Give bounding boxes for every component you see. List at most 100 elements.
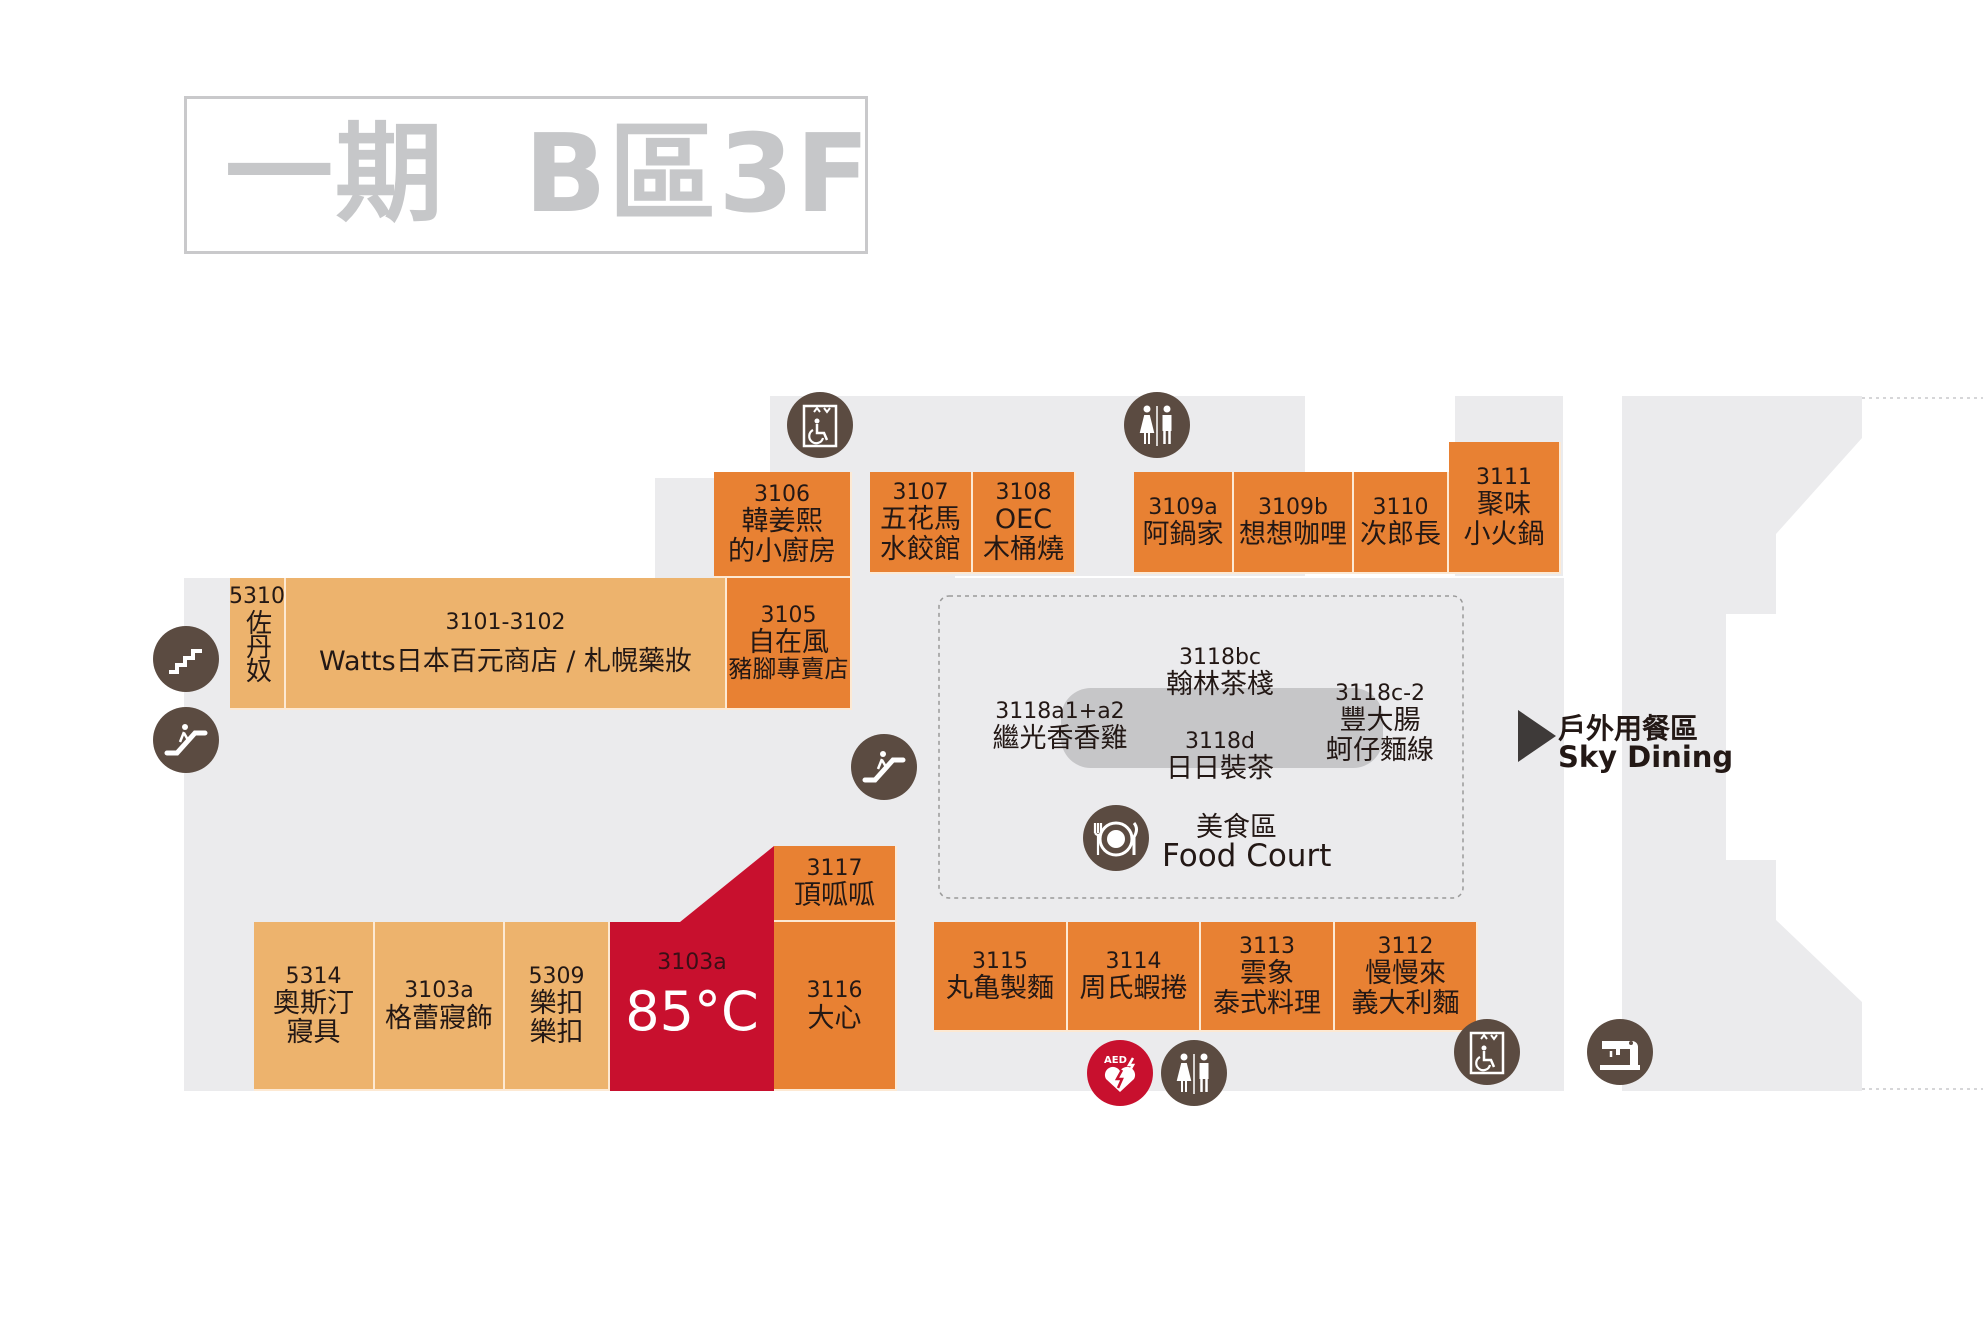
arrow-right-icon	[1518, 710, 1556, 762]
store-name: 85°C	[625, 980, 759, 1043]
stall-name: 日日裝茶	[1166, 753, 1274, 785]
store-number: 3114	[1105, 948, 1162, 974]
stall-number: 3118c-2	[1334, 681, 1426, 706]
store-name: 頂呱呱	[794, 880, 875, 912]
store-number: 5310	[229, 584, 285, 609]
store-name-line2: 小火鍋	[1463, 518, 1545, 550]
stall-3118d[interactable]: 3118d 日日裝茶	[1140, 729, 1300, 785]
store-3111[interactable]: 3111 聚味 小火鍋	[1449, 442, 1561, 574]
store-name: 奧斯汀	[273, 987, 354, 1019]
floor-far-right	[1622, 396, 1862, 1091]
store-3101-3102[interactable]: 3101-3102 Watts日本百元商店 / 札幌藥妝	[286, 578, 727, 710]
store-number: 3116	[806, 978, 863, 1004]
store-name-line2: 義大利麵	[1351, 987, 1460, 1019]
escalator-icon[interactable]	[153, 707, 219, 773]
store-name: 丸亀製麵	[946, 973, 1054, 1005]
food-court-outline	[938, 595, 1464, 899]
store-3107[interactable]: 3107 五花馬 水餃館	[870, 472, 973, 574]
store-5314[interactable]: 5314 奧斯汀 寢具	[254, 922, 375, 1091]
stall-3118a1-a2[interactable]: 3118a1+a2 繼光香香雞	[980, 699, 1140, 755]
sewing-machine-icon[interactable]	[1587, 1019, 1653, 1085]
store-3105[interactable]: 3105 自在風 豬腳專賣店	[727, 578, 852, 710]
store-3112[interactable]: 3112 慢慢來 義大利麵	[1335, 922, 1478, 1032]
store-name-line2: 豬腳專賣店	[728, 655, 849, 684]
store-number: 3115	[972, 948, 1028, 974]
store-3103a-highlight	[610, 846, 774, 1091]
store-number: 3109b	[1258, 494, 1328, 520]
store-3106[interactable]: 3106 韓姜熙 的小廚房	[714, 472, 852, 578]
store-name: 五花馬	[880, 504, 961, 536]
store-name: 周氏蝦捲	[1079, 973, 1188, 1005]
store-number: 3103a	[657, 950, 727, 975]
outdoor-dining-label-en[interactable]: Sky Dining	[1558, 740, 1734, 774]
restroom-icon[interactable]	[1124, 392, 1190, 458]
store-number: 3106	[754, 482, 810, 508]
store-name-line2: 水餃館	[880, 533, 961, 565]
store-number: 3111	[1476, 465, 1532, 491]
store-number: 3112	[1377, 934, 1434, 960]
store-number: 3113	[1239, 934, 1295, 960]
store-3113[interactable]: 3113 雲象 泰式料理	[1201, 922, 1335, 1032]
restroom-icon[interactable]	[1161, 1040, 1227, 1106]
store-number: 3105	[760, 602, 817, 628]
store-number: 3117	[806, 855, 863, 881]
escalator-icon[interactable]	[851, 734, 917, 800]
store-name: Watts日本百元商店 / 札幌藥妝	[318, 646, 693, 678]
stall-name: 繼光香香雞	[992, 723, 1128, 755]
store-name-line2: 樂扣	[529, 1017, 584, 1049]
store-name: 次郎長	[1360, 519, 1441, 551]
stall-number: 3118d	[1185, 729, 1255, 754]
food-court-title-en: Food Court	[1162, 838, 1332, 874]
store-3117[interactable]: 3117 頂呱呱	[774, 846, 897, 922]
store-3108[interactable]: 3108 OEC 木桶燒	[973, 472, 1076, 574]
store-5309[interactable]: 5309 樂扣 樂扣	[505, 922, 610, 1091]
store-3103a-85c[interactable]: 3103a 85°C	[610, 846, 774, 1092]
stall-number: 3118a1+a2	[995, 699, 1125, 724]
store-number: 5314	[285, 963, 342, 989]
store-3114[interactable]: 3114 周氏蝦捲	[1068, 922, 1201, 1032]
store-name: 阿鍋家	[1142, 519, 1224, 551]
store-3109b[interactable]: 3109b 想想咖哩	[1234, 472, 1354, 574]
store-name: 佐丹奴	[241, 609, 272, 682]
store-number: 3103a	[404, 978, 474, 1004]
store-number: 3108	[995, 480, 1052, 506]
store-name: 韓姜熙	[741, 506, 823, 538]
store-name: 大心	[807, 1002, 862, 1034]
store-3116[interactable]: 3116 大心	[774, 922, 897, 1091]
store-number: 3110	[1372, 494, 1429, 520]
store-name: OEC	[994, 504, 1053, 536]
store-name: 樂扣	[529, 987, 584, 1019]
outdoor-dining-label-zh[interactable]: 戶外用餐區	[1558, 712, 1699, 745]
aed-text: AED	[1104, 1055, 1127, 1066]
stall-name-line2: 蚵仔麵線	[1326, 734, 1434, 766]
stall-name: 翰林茶棧	[1166, 669, 1274, 701]
store-3103a-left[interactable]: 3103a 格蕾寢飾	[375, 922, 505, 1091]
store-number: 5309	[528, 963, 585, 989]
store-name: 想想咖哩	[1239, 519, 1347, 551]
store-3110[interactable]: 3110 次郎長	[1354, 472, 1449, 574]
store-number: 3107	[892, 480, 949, 506]
store-name-line2: 木桶燒	[983, 533, 1064, 565]
stairs-icon[interactable]	[153, 626, 219, 692]
store-3109a[interactable]: 3109a 阿鍋家	[1134, 472, 1234, 574]
store-3115[interactable]: 3115 丸亀製麵	[934, 922, 1068, 1032]
store-name: 自在風	[748, 627, 829, 659]
floor-title-box: 一期 B區3F	[184, 96, 869, 254]
store-name: 聚味	[1477, 489, 1531, 521]
store-number: 3101-3102	[445, 609, 566, 635]
stall-3118bc[interactable]: 3118bc 翰林茶棧	[1140, 645, 1300, 701]
stall-number: 3118bc	[1178, 645, 1262, 670]
store-5310[interactable]: 5310 佐丹奴	[229, 578, 286, 710]
elevator-icon[interactable]	[1454, 1019, 1520, 1085]
store-name: 格蕾寢飾	[385, 1002, 493, 1034]
elevator-icon[interactable]	[787, 392, 853, 458]
store-name-line2: 寢具	[286, 1017, 341, 1049]
stall-3118c-2[interactable]: 3118c-2 豐大腸 蚵仔麵線	[1300, 681, 1460, 766]
food-court-counter	[1061, 688, 1383, 768]
store-name-line2: 泰式料理	[1213, 987, 1321, 1019]
store-name: 慢慢來	[1365, 958, 1446, 990]
store-number: 3109a	[1148, 494, 1218, 520]
aed-icon[interactable]: AED	[1087, 1040, 1153, 1106]
dining-icon	[1083, 805, 1149, 871]
